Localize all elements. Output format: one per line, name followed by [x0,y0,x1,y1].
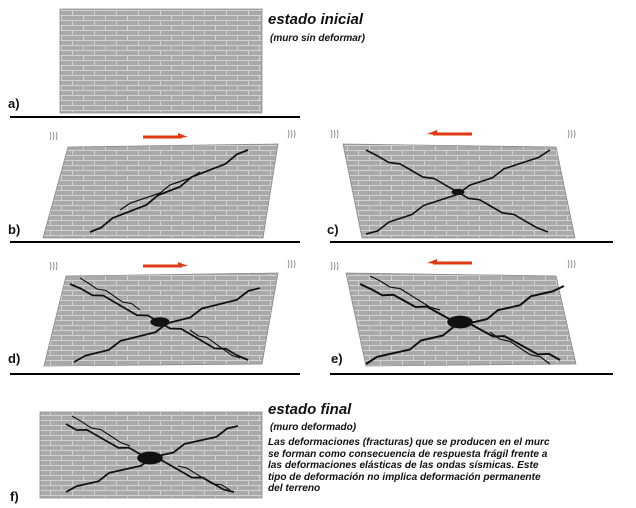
crack-core [150,317,170,327]
vibration-mark [290,259,293,269]
description-line: del terreno [268,483,321,495]
panel-label-b: b) [8,222,21,237]
vibration-mark [55,131,58,141]
vibration-mark [287,259,290,269]
vibration-mark [570,259,573,269]
final-state-description: Las deformaciones (fracturas) que se pro… [268,437,634,495]
wall-panel-c [330,129,613,243]
vibration-mark [49,131,52,141]
crack-core [137,451,163,465]
panel-label-a: a) [8,96,20,111]
vibration-mark [52,261,55,271]
panel-label-f: f) [10,489,19,504]
vibration-mark [567,129,570,139]
panel-label-c: c) [327,222,339,237]
vibration-mark [336,261,339,271]
vibration-mark [55,261,58,271]
brick-wall [59,8,263,114]
crack-line [177,465,231,491]
wall-panel-d [10,259,300,375]
vibration-mark [330,261,333,271]
vibration-mark [287,129,290,139]
shear-arrow-head [178,133,188,138]
final-state-title: estado final [268,401,352,418]
wall-panel-a [10,8,300,118]
shear-arrow-head [178,262,188,267]
vibration-mark [293,259,296,269]
wall-panel-b [10,129,300,243]
panel-label-e: e) [331,351,343,366]
crack-line [489,331,551,365]
crack-core [447,315,473,329]
vibration-mark [573,259,576,269]
vibration-mark [52,131,55,141]
vibration-mark [336,129,339,139]
panel-label-d: d) [8,351,21,366]
wall-panel-e [330,259,613,375]
description-line: tipo de deformación no implica deformaci… [268,471,541,483]
vibration-mark [49,261,52,271]
vibration-mark [570,129,573,139]
description-line: Las deformaciones (fracturas) que se pro… [268,437,550,448]
description-line: las deformaciones elásticas de las ondas… [268,460,539,472]
vibration-mark [293,129,296,139]
brick-wall [42,143,279,239]
vibration-mark [567,259,570,269]
crack-line [369,275,441,311]
crack-line [119,171,201,211]
description-line: se forman como consecuencia de respuesta… [268,448,548,460]
crack-line [79,277,141,311]
crack-line [189,329,241,359]
vibration-mark [573,129,576,139]
initial-state-subtitle: (muro sin deformar) [270,33,366,44]
vibration-mark [290,129,293,139]
wall-panel-f [39,411,263,499]
vibration-mark [333,261,336,271]
shear-arrow-head [427,130,437,135]
shear-arrow-head [427,259,437,264]
final-state-subtitle: (muro deformado) [270,422,357,433]
crack-core [451,188,465,196]
vibration-mark [333,129,336,139]
initial-state-title: estado inicial [268,11,364,28]
vibration-mark [330,129,333,139]
crack-line [71,415,131,447]
crack-line [89,149,249,233]
